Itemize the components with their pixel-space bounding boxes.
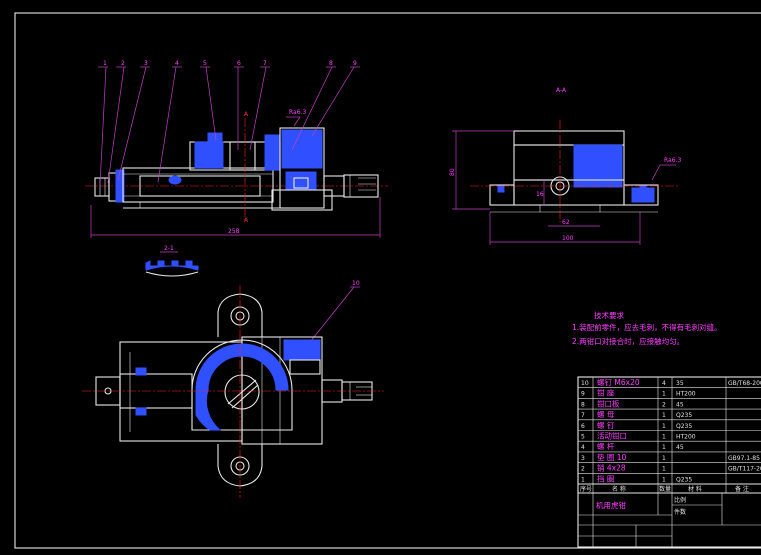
detail-view: 2-1	[145, 245, 199, 277]
cut-label-bottom: A	[244, 217, 249, 224]
bom-cell-qty: 1	[662, 391, 666, 398]
bom-cell-name: 钳口板	[597, 398, 620, 408]
bom-cell-no: 9	[581, 391, 585, 398]
bom-cell-no: 1	[581, 476, 585, 483]
balloon-4: 4	[175, 60, 179, 67]
bom-header-mat: 材 料	[688, 485, 702, 493]
bom-cell-no: 10	[581, 380, 589, 387]
bom-cell-qty: 1	[662, 434, 666, 441]
bom-cell-mat: Q235	[676, 476, 692, 483]
bom-cell-name: 螺 钉	[597, 420, 615, 430]
bom-cell-qty: 1	[662, 476, 666, 483]
front-view: A A 258 Ra6.3	[85, 109, 388, 238]
balloon-8: 8	[329, 60, 333, 67]
bom-header-std: 备 注	[735, 485, 749, 493]
bom-cell-qty: 1	[662, 423, 666, 430]
bom-cell-qty: 1	[662, 466, 666, 473]
bom-cell-std: GB/T117-2000	[728, 466, 761, 473]
bom-cell-std: GB/T68-2000	[728, 380, 761, 387]
balloon-10: 10	[352, 280, 360, 287]
bom-cell-name: 螺钉 M6x20	[597, 377, 640, 387]
bom-cell-std: GB97.1-85	[728, 455, 760, 462]
bom-header-qty: 数量	[659, 485, 671, 493]
dim-side-width: 100	[562, 235, 574, 242]
bom-cell-name: 钳 座	[597, 388, 615, 398]
bom-header-no: 序号	[580, 485, 592, 493]
bom-cell-mat: HT200	[676, 391, 696, 398]
bom-cell-name: 挡 圈	[597, 473, 614, 483]
bom-cell-qty: 1	[662, 455, 666, 462]
detail-label: 2-1	[164, 245, 174, 252]
bom-table: 序号 名 称 数量 材 料 备 注 机用虎钳 比例 件数 10 螺钉 M6x20 4…	[577, 376, 761, 548]
title-block-count: 件数	[674, 508, 686, 516]
bom-cell-no: 7	[581, 412, 585, 419]
part-balloons: 1 2 3 4 5 6 7 8 9 10	[98, 60, 360, 353]
bom-cell-mat: 45	[676, 401, 684, 408]
bom-cell-mat: 45	[676, 444, 684, 451]
bom-cell-no: 4	[581, 444, 585, 451]
dim-front-total: 258	[228, 228, 240, 235]
bom-cell-mat: HT200	[676, 434, 696, 441]
bom-cell-no: 2	[581, 466, 585, 473]
dim-side-height: 80	[449, 168, 456, 176]
title-block-title: 机用虎钳	[596, 500, 626, 510]
title-block-scale: 比例	[674, 496, 686, 504]
balloon-9: 9	[353, 60, 357, 67]
bom-header-name: 名 称	[612, 485, 626, 493]
bom-cell-name: 垫 圈 10	[597, 452, 627, 462]
bom-cell-no: 6	[581, 423, 585, 430]
bom-cell-qty: 1	[662, 444, 666, 451]
bom-cell-qty: 2	[662, 401, 666, 408]
dim-side-small: 16	[536, 191, 544, 198]
bom-cell-qty: 1	[662, 412, 666, 419]
side-roughness: Ra6.3	[664, 157, 681, 164]
bom-cell-name: 螺 母	[597, 409, 615, 419]
balloon-1: 1	[103, 60, 107, 67]
section-label: A-A	[556, 87, 567, 94]
balloon-7: 7	[263, 60, 267, 67]
tech-note-2: 2.两钳口对接合时，应接触均匀。	[572, 336, 684, 346]
balloon-2: 2	[121, 60, 125, 67]
bom-cell-no: 5	[581, 434, 585, 441]
balloon-6: 6	[237, 60, 241, 67]
bom-cell-mat: 35	[676, 380, 684, 387]
bom-cell-mat: Q235	[676, 423, 692, 430]
balloon-5: 5	[203, 60, 207, 67]
technical-notes: 技术要求 1.装配前零件，应去毛刺，不得有毛刺对缝。 2.两钳口对接合时，应接触…	[572, 310, 722, 346]
bom-cell-no: 3	[581, 455, 585, 462]
section-view: A-A 80 100 62 16 Ra6.3	[449, 87, 681, 245]
bom-cell-name: 销 4x28	[597, 463, 626, 473]
drawing-border	[14, 12, 761, 549]
bom-cell-name: 螺 杆	[597, 441, 615, 451]
cut-label-top: A	[244, 111, 249, 118]
balloon-3: 3	[144, 60, 148, 67]
bom-cell-name: 活动钳口	[597, 431, 627, 441]
dim-side-inner: 62	[562, 219, 570, 226]
tech-note-1: 1.装配前零件，应去毛刺，不得有毛刺对缝。	[572, 322, 722, 332]
bom-cell-qty: 4	[662, 380, 666, 387]
front-roughness: Ra6.3	[289, 109, 306, 116]
bom-cell-no: 8	[581, 401, 585, 408]
tech-notes-title: 技术要求	[594, 310, 624, 320]
bom-cell-mat: Q235	[676, 412, 692, 419]
top-view	[82, 285, 384, 498]
